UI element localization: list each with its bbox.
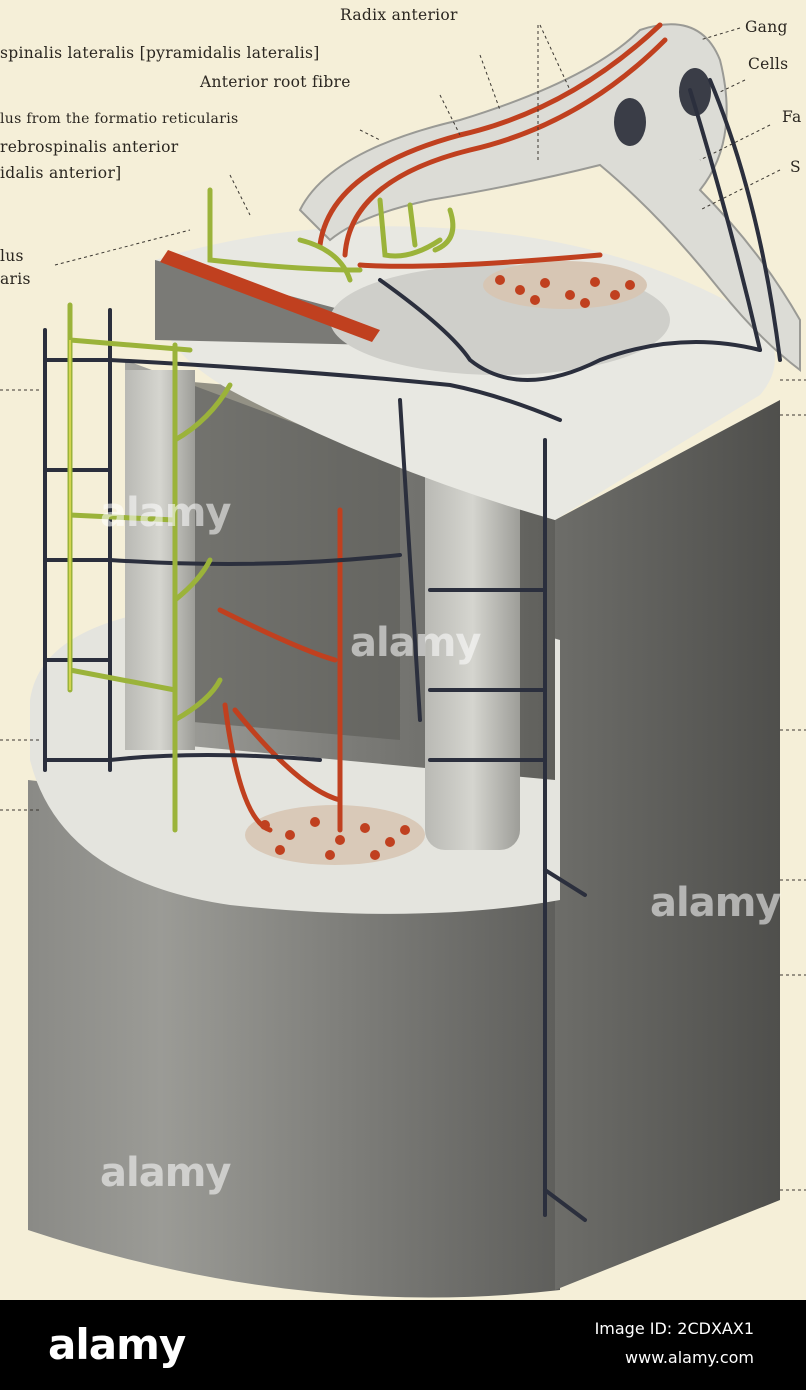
leader-lines [0, 24, 806, 1191]
spinal-cord-drawing [0, 22, 806, 1298]
red-fibre-branch [357, 252, 603, 269]
site-url[interactable]: www.alamy.com [625, 1348, 754, 1367]
red-fibres [217, 22, 668, 833]
image-id: Image ID: 2CDXAX1 [594, 1319, 754, 1338]
dark-root [708, 78, 782, 362]
label-cells: Cells [748, 55, 789, 73]
right-column [425, 440, 520, 850]
label-cerebrospinalis-anterior: rebrospinalis anterior [0, 138, 179, 156]
label-radix-anterior: Radix anterior [340, 6, 458, 24]
right-face [555, 400, 780, 1290]
label-s: S [790, 158, 801, 176]
label-pyramidalis-anterior: idalis anterior] [0, 164, 122, 182]
red-fibre-root-2 [342, 37, 668, 258]
watermark-3: alamy [650, 880, 781, 926]
dark-horizontal-3 [108, 753, 322, 762]
lower-red-dots [260, 817, 410, 860]
ganglion-cell-2 [679, 68, 711, 116]
red-fibre-lower-2 [232, 707, 343, 803]
label-fa: Fa [782, 108, 802, 126]
dark-fibres [43, 78, 782, 1222]
footer-bar: alamy Image ID: 2CDXAX1 www.alamy.com [0, 1300, 806, 1390]
watermark-2: alamy [350, 620, 481, 666]
label-anterior-root-fibre: Anterior root fibre [200, 73, 351, 91]
watermark-4: alamy [100, 1150, 231, 1196]
ganglion-cell-1 [614, 98, 646, 146]
red-fibre-curve [217, 607, 338, 663]
alamy-logo[interactable]: alamy [48, 1320, 186, 1369]
dark-horizontal-2 [108, 553, 402, 566]
dark-root-2 [688, 88, 762, 352]
label-ganglion: Gang [745, 18, 788, 36]
upper-red-tract [483, 261, 647, 309]
label-lateral-tract: spinalis lateralis [pyramidalis laterali… [0, 44, 320, 62]
watermark-1: alamy [100, 490, 231, 536]
red-fibre-root [317, 22, 663, 248]
label-formatio-reticularis: lus from the formatio reticularis [0, 111, 239, 127]
label-aris: aris [0, 270, 31, 288]
spinal-cord-illustration: Radix anterior Gang spinalis lateralis [… [0, 6, 806, 1298]
dorsal-root-ganglion [298, 23, 801, 373]
lower-red-tract [245, 805, 425, 865]
dark-upper-arc [378, 278, 762, 382]
red-lateral-tract [160, 250, 380, 342]
upper-red-dots [495, 275, 635, 308]
label-lus: lus [0, 247, 24, 265]
dark-horizontal-1 [108, 358, 562, 422]
